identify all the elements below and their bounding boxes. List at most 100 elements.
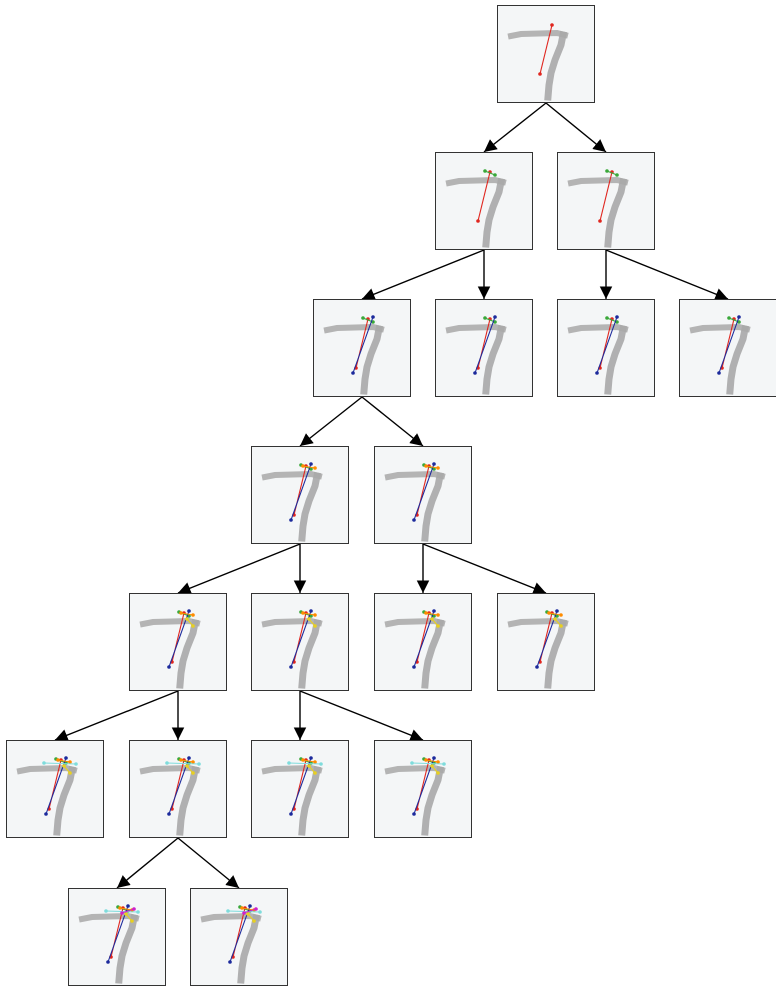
stroke-end-point (289, 518, 293, 522)
stroke-start-point (309, 462, 313, 466)
stroke-start-point (432, 609, 436, 613)
stroke-end-point (595, 371, 599, 375)
stroke-start-point (371, 315, 375, 319)
tree-edge-n7-n9 (177, 543, 301, 595)
stroke-end-point (106, 960, 110, 964)
stroke-end-point (130, 919, 134, 923)
stroke-line-4 (425, 759, 439, 763)
stroke-start-point (118, 906, 122, 910)
stroke-start-point (615, 315, 619, 319)
tree-node-n0 (497, 5, 595, 103)
stroke-overlay (412, 462, 440, 522)
stroke-start-point (605, 169, 609, 173)
tree-edge-n0-n1 (483, 102, 547, 153)
tree-node-n13 (6, 740, 104, 838)
stroke-end-point (44, 812, 48, 816)
stroke-end-point (559, 624, 563, 628)
tree-node-n11 (374, 593, 472, 691)
tree-node-n17 (68, 888, 166, 986)
stroke-line-4 (180, 759, 194, 763)
stroke-end-point (313, 466, 317, 470)
stroke-line-6 (166, 762, 200, 765)
tree-edge-n8-n12 (422, 543, 547, 595)
stroke-start-point (424, 464, 428, 468)
stroke-line-3 (290, 757, 312, 815)
tree-node-n10 (251, 593, 349, 691)
digit-seven-glyph (16, 764, 78, 836)
tree-node-n5 (557, 299, 655, 397)
stroke-overlay (42, 756, 78, 816)
tree-node-n1 (435, 152, 533, 250)
tree-edge-n0-n2 (545, 102, 607, 153)
stroke-overlay (287, 756, 323, 816)
tree-edge-n1-n3 (361, 249, 485, 301)
stroke-end-point (289, 812, 293, 816)
stroke-start-point (248, 904, 252, 908)
stroke-end-point (412, 665, 416, 669)
tree-edge-n9-n13 (54, 690, 179, 742)
stroke-start-point (120, 911, 124, 915)
stroke-end-point (68, 760, 72, 764)
stroke-end-point (598, 219, 602, 223)
tree-node-n6 (679, 299, 776, 397)
stroke-start-point (165, 761, 169, 765)
stroke-line-4 (425, 612, 439, 616)
stroke-line-3 (229, 905, 251, 963)
stroke-start-point (547, 611, 551, 615)
tree-node-n7 (251, 446, 349, 544)
stroke-start-point (246, 912, 250, 916)
stroke-line-3 (168, 610, 190, 668)
stroke-line-3 (718, 316, 740, 374)
stroke-start-point (42, 761, 46, 765)
digit-seven-glyph (261, 470, 323, 542)
stroke-start-point (309, 756, 313, 760)
stroke-start-point (550, 23, 554, 27)
stroke-end-point (197, 762, 201, 766)
stroke-line-4 (180, 612, 194, 616)
digit-seven-glyph (384, 617, 446, 689)
tree-node-n16 (374, 740, 472, 838)
stroke-line-3 (352, 316, 374, 374)
stroke-start-point (301, 611, 305, 615)
stroke-end-point (313, 771, 317, 775)
tree-edge-n3-n7 (299, 396, 363, 447)
stroke-start-point (309, 609, 313, 613)
stroke-end-point (615, 173, 619, 177)
stroke-start-point (424, 758, 428, 762)
tree-node-n3 (313, 299, 411, 397)
stroke-start-point (493, 315, 497, 319)
stroke-start-point (737, 315, 741, 319)
stroke-start-point (424, 611, 428, 615)
stroke-end-point (319, 762, 323, 766)
stroke-line-7 (243, 908, 257, 914)
stroke-start-point (64, 756, 68, 760)
stroke-start-point (185, 617, 189, 621)
stroke-start-point (187, 756, 191, 760)
digit-seven-glyph (384, 764, 446, 836)
stroke-line-1 (477, 171, 491, 222)
stroke-start-point (287, 761, 291, 765)
stroke-start-point (240, 906, 244, 910)
stroke-line-4 (119, 907, 133, 911)
stroke-end-point (412, 812, 416, 816)
stroke-line-3 (474, 316, 496, 374)
stroke-start-point (179, 758, 183, 762)
stroke-line-3 (413, 463, 435, 521)
tree-edge-n2-n6 (605, 249, 729, 301)
tree-node-n4 (435, 299, 533, 397)
stroke-line-4 (302, 465, 316, 469)
stroke-start-point (555, 609, 559, 613)
stroke-overlay (476, 169, 497, 223)
stroke-end-point (74, 762, 78, 766)
stroke-end-point (538, 72, 542, 76)
tree-node-n8 (374, 446, 472, 544)
stroke-end-point (191, 771, 195, 775)
stroke-start-point (301, 464, 305, 468)
stroke-start-point (179, 611, 183, 615)
stroke-end-point (493, 173, 497, 177)
stroke-start-point (361, 316, 365, 320)
tree-edge-n3-n8 (361, 396, 424, 447)
stroke-end-point (476, 219, 480, 223)
stroke-start-point (430, 617, 434, 621)
edges-layer (54, 102, 729, 889)
